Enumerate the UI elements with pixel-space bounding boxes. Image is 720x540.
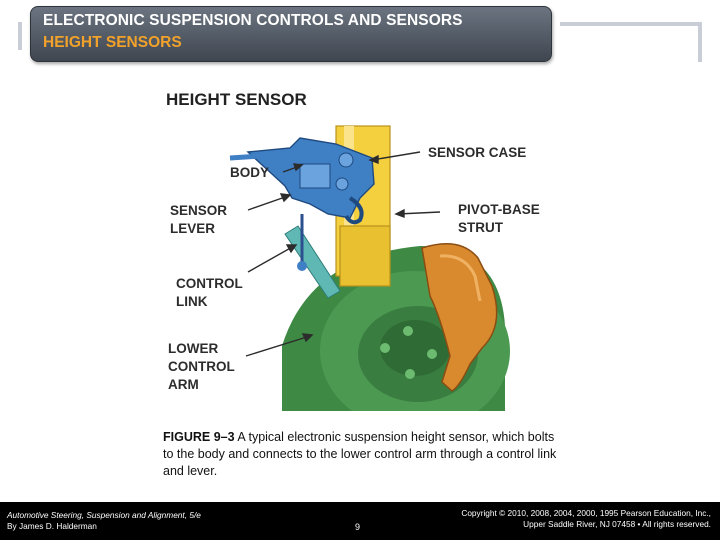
label-control-link-2: LINK — [176, 294, 208, 309]
footer-copyright-line1: Copyright © 2010, 2008, 2004, 2000, 1995… — [461, 508, 711, 518]
footer-book-title: Automotive Steering, Suspension and Alig… — [7, 510, 201, 520]
label-pivot-base-2: STRUT — [458, 220, 503, 235]
slide-title-box: ELECTRONIC SUSPENSION CONTROLS AND SENSO… — [30, 6, 552, 62]
brake-caliper — [421, 243, 498, 392]
label-sensor-lever-2: LEVER — [170, 221, 216, 236]
height-sensor-figure: HEIGHT SENSOR BODY SENSOR CASE SENSOR LE… — [160, 86, 560, 411]
figure-caption: FIGURE 9–3 A typical electronic suspensi… — [163, 429, 558, 480]
footer-copyright: Copyright © 2010, 2008, 2004, 2000, 1995… — [461, 508, 711, 530]
footer-author: By James D. Halderman — [7, 521, 97, 531]
label-pivot-base-1: PIVOT-BASE — [458, 202, 540, 217]
footer-page-number: 9 — [355, 522, 361, 532]
callout-arrows — [245, 151, 441, 357]
label-sensor-lever-1: SENSOR — [170, 203, 228, 218]
label-lower-arm-3: ARM — [168, 377, 199, 392]
figure-number: FIGURE 9–3 — [163, 430, 235, 444]
frame-decoration-top-right — [560, 22, 702, 26]
height-sensor-body — [229, 137, 375, 225]
slide-subtitle: HEIGHT SENSORS — [43, 34, 182, 51]
slide-title: ELECTRONIC SUSPENSION CONTROLS AND SENSO… — [43, 12, 463, 29]
figure-caption-text: A typical electronic suspension height s… — [163, 430, 557, 478]
frame-decoration-left — [18, 22, 22, 50]
footer-book-info: Automotive Steering, Suspension and Alig… — [7, 510, 201, 532]
footer-bar: Automotive Steering, Suspension and Alig… — [0, 502, 720, 540]
frame-decoration-right — [698, 22, 702, 62]
height-sensor-illustration — [229, 125, 510, 411]
label-lower-arm-1: LOWER — [168, 341, 219, 356]
label-sensor-case: SENSOR CASE — [428, 145, 527, 160]
label-lower-arm-2: CONTROL — [168, 359, 235, 374]
figure-heading: HEIGHT SENSOR — [166, 90, 307, 109]
label-body: BODY — [230, 165, 270, 180]
label-control-link-1: CONTROL — [176, 276, 243, 291]
control-link-arm — [284, 214, 341, 299]
footer-copyright-line2: Upper Saddle River, NJ 07458 • All right… — [523, 519, 711, 529]
